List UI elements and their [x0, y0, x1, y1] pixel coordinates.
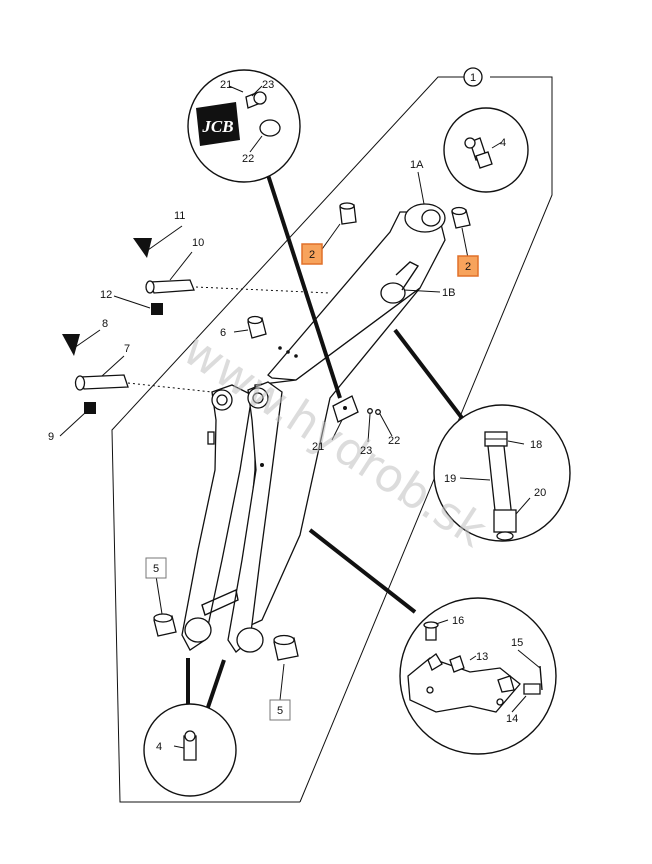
callout-8: 8	[102, 318, 108, 330]
callout-12: 12	[100, 289, 112, 301]
inset-bracket[interactable]	[399, 597, 557, 755]
callout-21-main: 21	[312, 441, 324, 453]
callout-labels: 1A 1B 4 4 6 7 8 9 10 11 12 13 14 15 16 1…	[48, 79, 546, 753]
item-1-label: 1	[470, 72, 476, 84]
callout-11: 11	[174, 210, 185, 222]
callout-21-inset: 21	[220, 79, 232, 91]
assembly-outline	[111, 76, 553, 803]
inset-cylinder[interactable]	[433, 404, 571, 542]
callout-2-right[interactable]: 2	[457, 255, 479, 277]
callout-14: 14	[506, 713, 518, 725]
main-fasteners[interactable]	[367, 408, 381, 415]
marker-9-square[interactable]	[84, 402, 96, 414]
bush-6[interactable]	[247, 315, 267, 339]
callout-5-right[interactable]: 5	[269, 699, 291, 721]
inset-grease-nipple-bottom[interactable]	[143, 703, 237, 797]
marker-12-square[interactable]	[151, 303, 163, 315]
callout-15: 15	[511, 637, 523, 649]
bush-2-left[interactable]	[339, 202, 357, 225]
callout-23-main: 23	[360, 445, 372, 457]
svg-text:2: 2	[465, 261, 471, 273]
marker-11-triangle[interactable]	[133, 238, 152, 258]
callout-22-inset: 22	[242, 153, 254, 165]
svg-text:5: 5	[277, 705, 283, 717]
callout-9: 9	[48, 431, 54, 443]
bush-5-left[interactable]	[153, 613, 177, 637]
callout-1B: 1B	[442, 287, 455, 299]
callout-4-bottom: 4	[156, 741, 162, 753]
marker-8-triangle[interactable]	[62, 334, 80, 356]
callout-1A: 1A	[410, 159, 424, 171]
leader-lines	[59, 171, 469, 701]
callout-23-inset: 23	[262, 79, 274, 91]
callout-4-top: 4	[500, 137, 506, 149]
callout-18: 18	[530, 439, 542, 451]
svg-text:5: 5	[153, 563, 159, 575]
callout-5-left[interactable]: 5	[145, 557, 167, 579]
callout-7: 7	[124, 343, 130, 355]
callout-20: 20	[534, 487, 546, 499]
callout-6: 6	[220, 327, 226, 339]
callout-10: 10	[192, 237, 204, 249]
bush-5-right[interactable]	[273, 634, 299, 661]
inset-grease-nipple-top[interactable]	[443, 107, 529, 193]
svg-text:2: 2	[309, 249, 315, 261]
callout-16: 16	[452, 615, 464, 627]
pin-7[interactable]	[74, 374, 213, 393]
callout-13: 13	[476, 651, 488, 663]
inset-leaders	[186, 174, 464, 717]
jcb-logo-text: JCB	[201, 117, 233, 136]
inset-decal[interactable]: JCB	[187, 69, 301, 183]
item-1-circle-marker[interactable]: 1	[463, 67, 483, 87]
callout-22-main: 22	[388, 435, 400, 447]
boom-body[interactable]	[181, 203, 446, 653]
callout-19: 19	[444, 473, 456, 485]
bush-2-right[interactable]	[451, 206, 471, 229]
callout-2-left[interactable]: 2	[301, 243, 323, 265]
